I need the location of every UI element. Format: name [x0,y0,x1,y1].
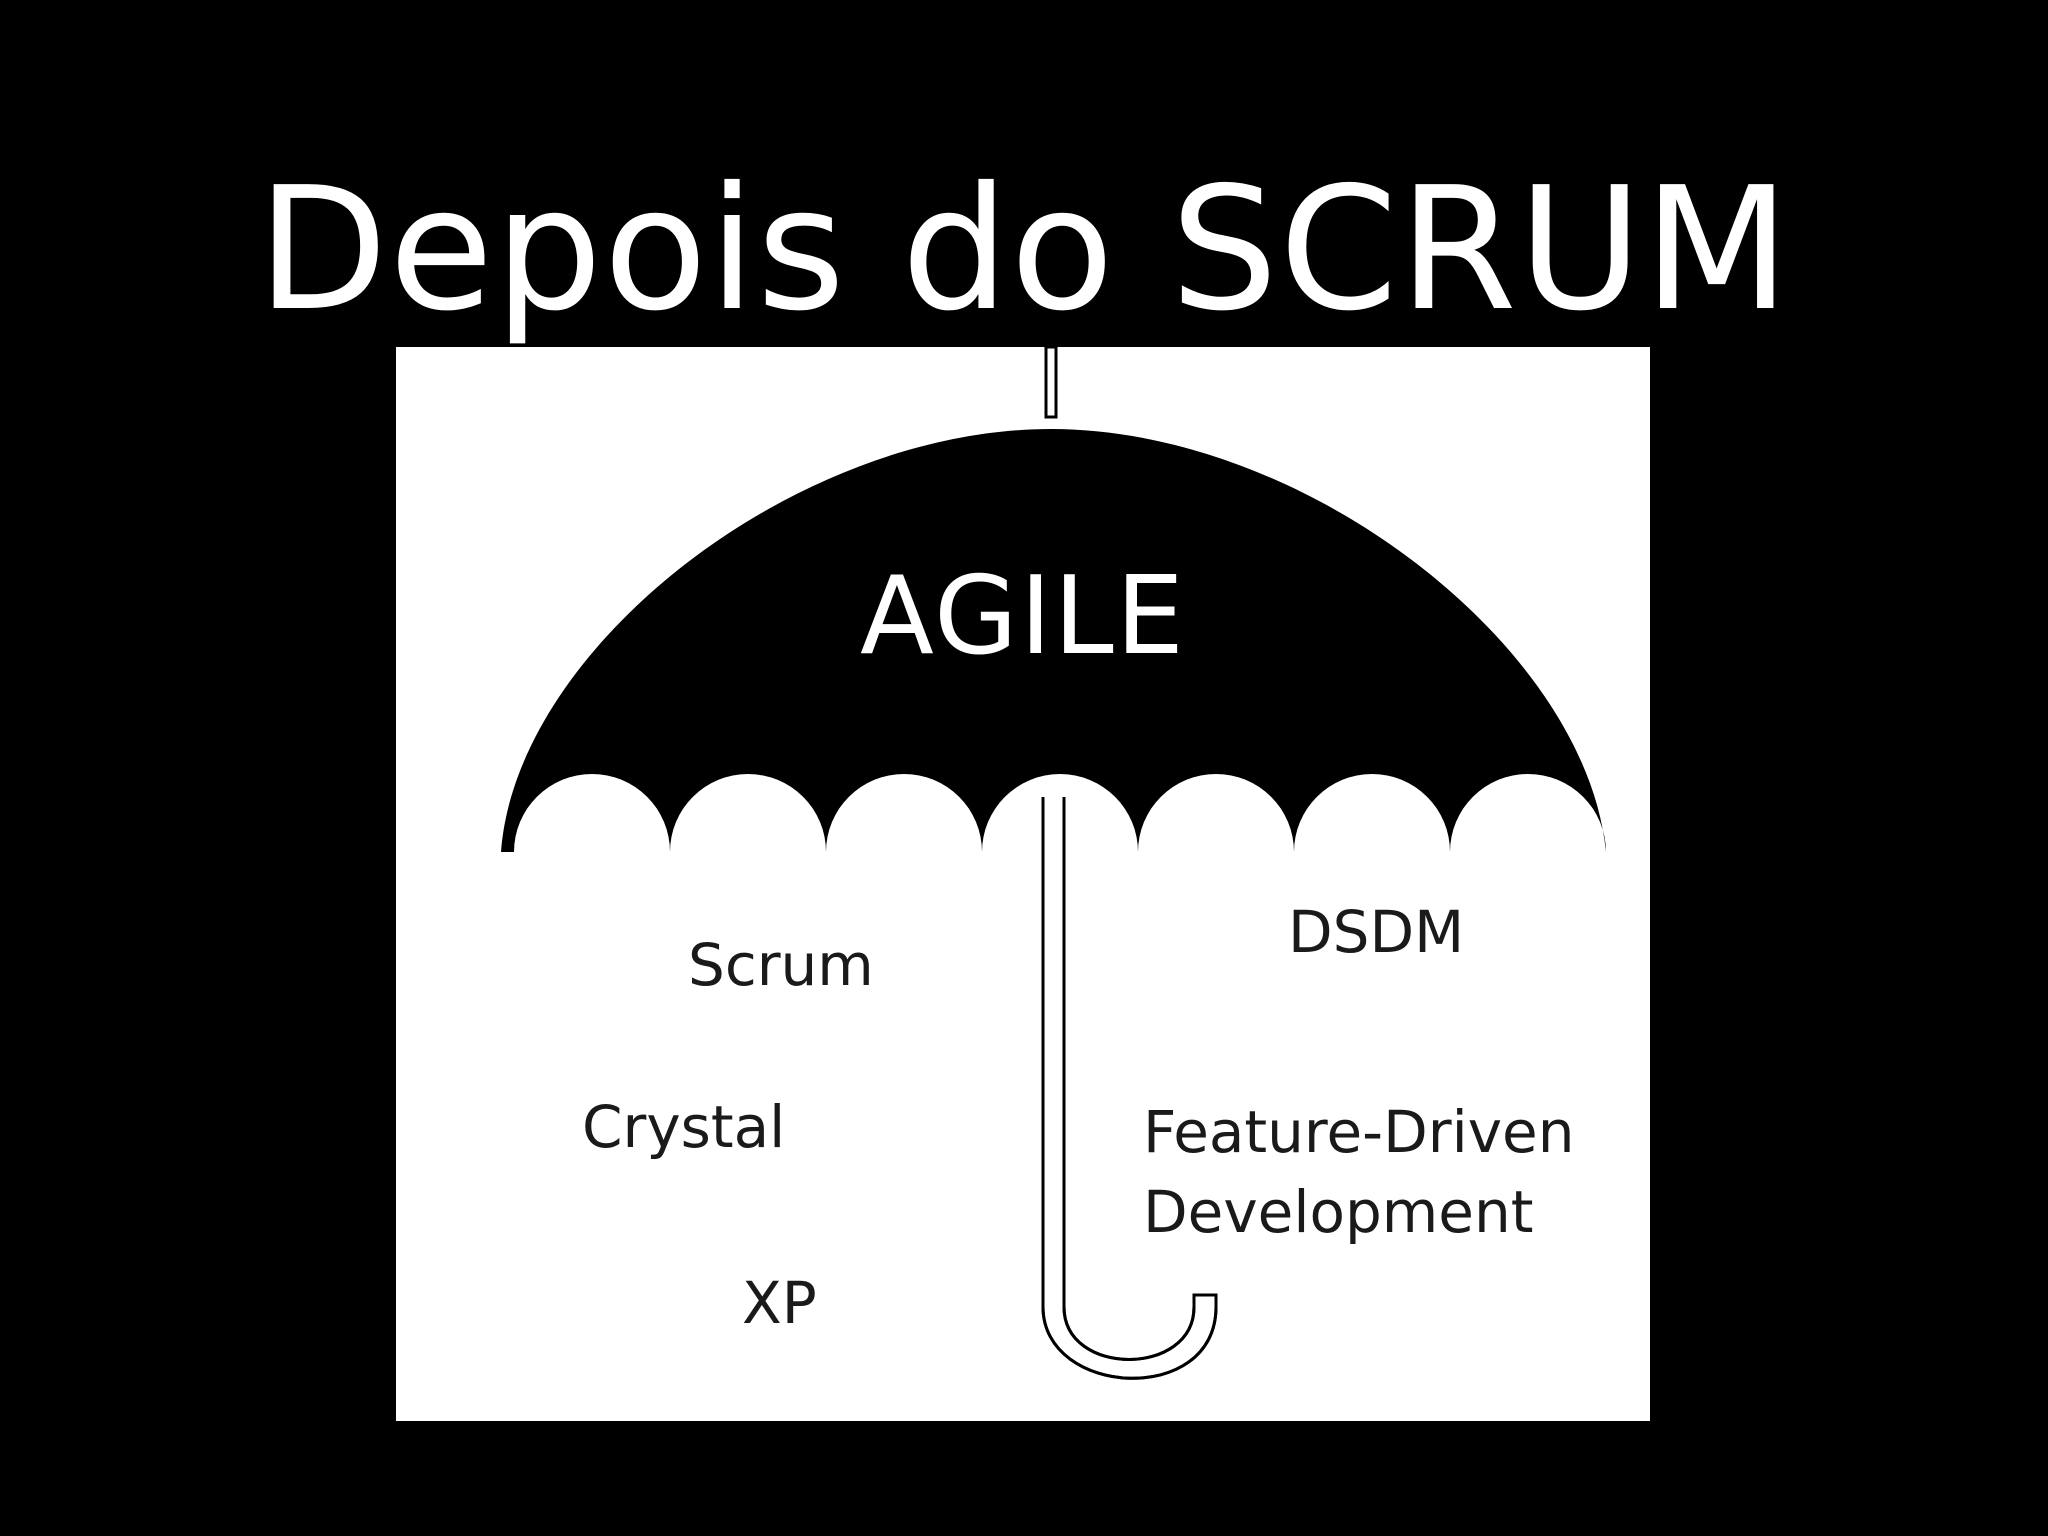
umbrella-handle-inner [1045,847,1214,1376]
agile-canopy-label: AGILE [860,554,1186,679]
umbrella-canopy [501,429,1606,852]
method-scrum-label: Scrum [688,931,874,999]
umbrella-handle [1041,797,1218,1380]
method-crystal-label: Crystal [582,1093,786,1161]
umbrella-tip [1044,347,1058,419]
method-fdd-label: Feature-Driven Development [1143,1092,1575,1252]
agile-umbrella-diagram: AGILE Scrum Crystal XP DSDM Feature-Driv… [396,347,1650,1421]
slide-title: Depois do SCRUM [256,151,1792,349]
method-dsdm-label: DSDM [1288,898,1465,966]
method-fdd-line1: Feature-Driven [1143,1098,1575,1166]
umbrella-icon [501,347,1606,1380]
method-xp-label: XP [742,1269,817,1337]
umbrella-handle-outline [1041,847,1218,1380]
method-fdd-line2: Development [1143,1178,1534,1246]
